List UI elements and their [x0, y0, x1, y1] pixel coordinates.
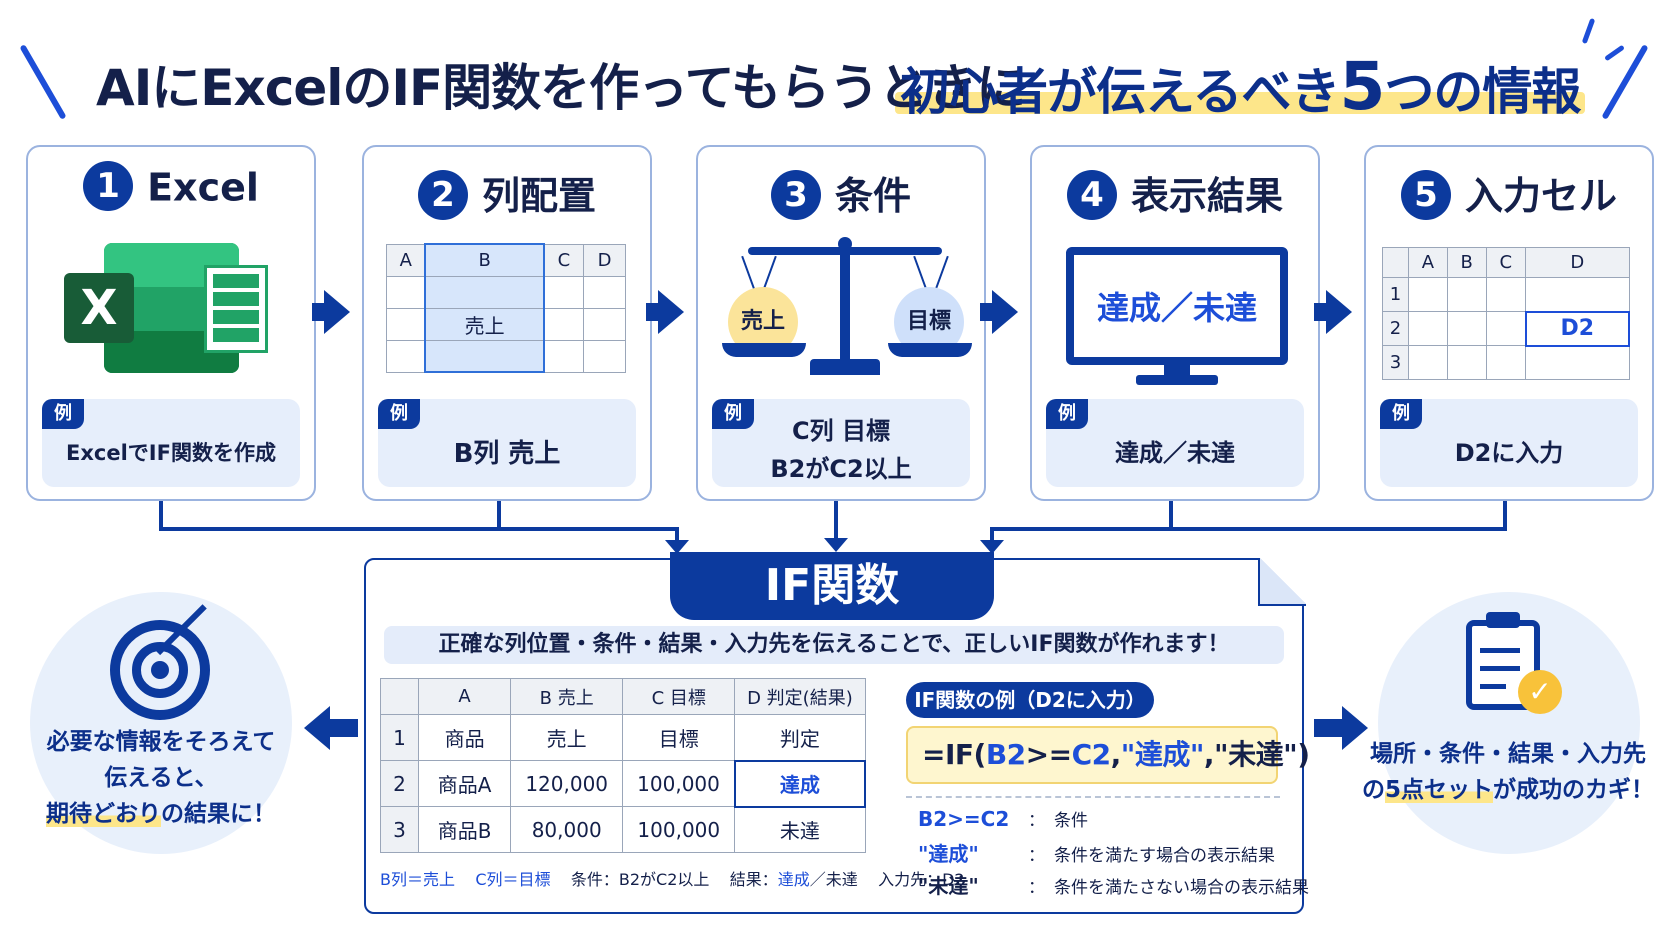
example-box: 例 ExcelでIF関数を作成 [42, 399, 300, 487]
formula-example-label: IF関数の例（D2に入力） [906, 682, 1154, 718]
arrow-down-icon [665, 540, 689, 554]
example-tag: 例 [1046, 399, 1088, 429]
formula-box: =IF(B2>=C2,"達成","未達") [906, 726, 1310, 784]
example-box: 例 C列 目標 B2がC2以上 [712, 399, 970, 487]
title-sparkle [1581, 17, 1596, 45]
page-title-highlight: 初心者が伝えるべき5つの情報 [900, 48, 1581, 125]
example-text: B列 売上 [453, 439, 561, 469]
left-note-text: 必要な情報をそろえて 伝えると、 期待どおりの結果に！ [46, 729, 276, 827]
example-tag: 例 [712, 399, 754, 429]
arrow-down-icon [824, 538, 848, 552]
formula-explanation: B2>=C2：条件 [918, 807, 1088, 831]
target-icon [110, 604, 210, 720]
connector-line [675, 527, 679, 543]
excel-icon: X [64, 243, 274, 373]
if-function-title: IF関数 [670, 552, 994, 620]
title-highlight-bar [895, 92, 1585, 114]
balance-scale-icon: 売上 目標 [722, 237, 972, 387]
example-tag: 例 [1380, 399, 1422, 429]
example-text: 達成／未達 [1115, 439, 1235, 467]
page-fold-corner [1258, 558, 1306, 606]
connector-line [1169, 501, 1173, 531]
connector-line [159, 527, 679, 531]
formula-explanation: "未達"：条件を満たさない場合の表示結果 [918, 874, 1309, 898]
connector-line [990, 527, 994, 543]
right-note-text: 場所・条件・結果・入力先 の5点セットが成功のカギ！ [1361, 741, 1654, 803]
connector-line [159, 501, 163, 531]
title-sparkle [1604, 44, 1625, 62]
example-text: B2がC2以上 [770, 455, 912, 483]
arrow-down-icon [980, 540, 1004, 554]
table-legend: B列＝売上 C列＝目標 条件：B2がC2以上 結果：達成／未達 入力先：D2 [380, 870, 965, 889]
example-box: 例 達成／未達 [1046, 399, 1304, 487]
example-box: 例 B列 売上 [378, 399, 636, 487]
example-text: ExcelでIF関数を作成 [66, 441, 276, 465]
connector-line [834, 501, 838, 541]
connector-line [1503, 501, 1507, 531]
monitor-icon: 達成／未達 [1066, 247, 1288, 387]
connector-line [990, 527, 1507, 531]
checklist-icon: ✓ [1466, 612, 1566, 714]
example-text: C列 目標 [792, 417, 890, 445]
title-slash-left [19, 44, 67, 120]
example-tag: 例 [42, 399, 84, 429]
divider [906, 796, 1280, 798]
formula-explanation: "達成"：条件を満たす場合の表示結果 [918, 842, 1275, 866]
panel-subtitle: 正確な列位置・条件・結果・入力先を伝えることで、正しいIF関数が作れます！ [384, 626, 1284, 664]
connector-line [497, 501, 501, 531]
page-title: AIにExcelのIF関数を作ってもらうときに [96, 59, 1026, 117]
example-tag: 例 [378, 399, 420, 429]
example-text: D2に入力 [1454, 439, 1564, 467]
example-box: 例 D2に入力 [1380, 399, 1638, 487]
